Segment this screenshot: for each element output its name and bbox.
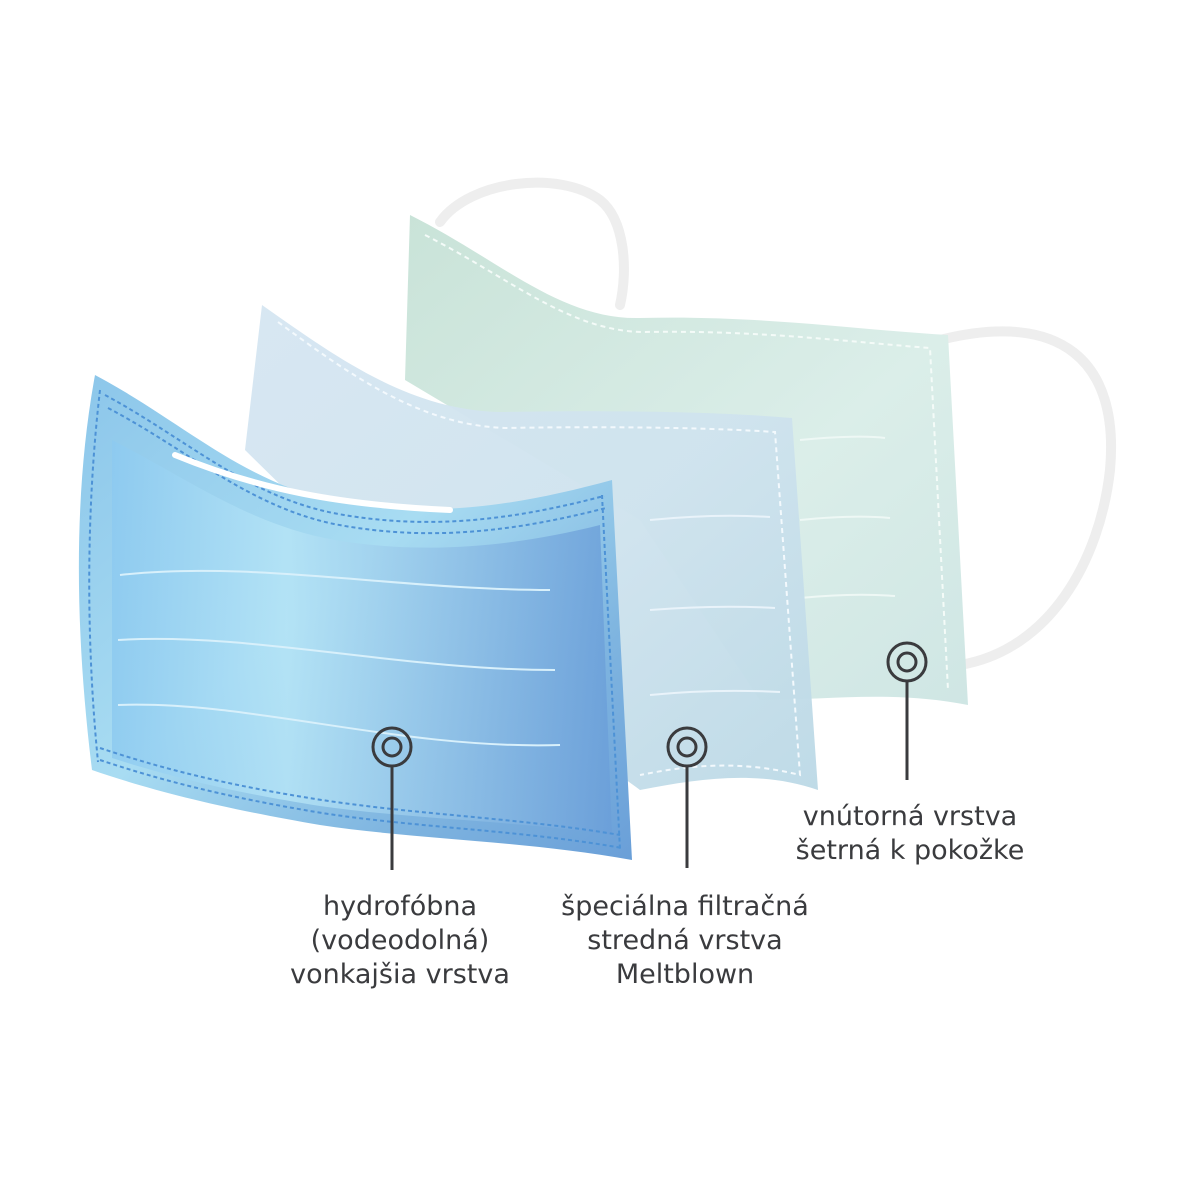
middle-layer-label: špeciálna filtračná stredná vrstva Meltb… [520, 890, 850, 992]
middle-layer-pleat-2 [649, 605, 776, 611]
inner-layer-pleat-1 [799, 435, 886, 441]
middle-layer-label-line: Meltblown [615, 959, 755, 990]
outer-layer-label: hydrofóbna (vodeodolná) vonkajšia vrstva [230, 890, 570, 992]
outer-layer-stitch-left [88, 389, 101, 763]
middle-layer-pleat-3 [649, 689, 781, 696]
inner-layer-pleat-2 [799, 515, 891, 521]
outer-layer-stitch-bottom-2 [99, 747, 621, 836]
outer-layer-label-line: hydrofóbna [322, 891, 478, 922]
inner-layer-stitch [424, 234, 949, 691]
outer-layer-label-line: (vodeodolná) [310, 925, 490, 956]
outer-layer-stitch-top [104, 394, 605, 523]
inner-layer-marker [886, 641, 928, 780]
outer-layer-panel [112, 440, 612, 835]
middle-layer-label-line: špeciálna filtračná [561, 891, 809, 922]
outer-layer-marker [371, 726, 413, 870]
outer-layer-stitch-bottom [99, 759, 623, 849]
inner-layer-label-line: šetrná k pokožke [795, 835, 1025, 866]
outer-layer-pleat-2 [117, 637, 556, 671]
ear-loop-top [435, 177, 629, 310]
outer-layer-pleat-1 [119, 569, 551, 591]
outer-layer-nose-wire [172, 452, 453, 513]
outer-layer-label-line: vonkajšia vrstva [290, 959, 510, 990]
outer-layer-pleat-3 [117, 703, 561, 747]
outer-layer-stitch-right [601, 494, 621, 851]
inner-layer-label: vnútorná vrstva šetrná k pokožke [745, 800, 1075, 868]
inner-layer-pleat-3 [799, 593, 896, 599]
middle-layer-pleat-1 [649, 514, 771, 521]
ear-loop-right [935, 326, 1117, 670]
middle-layer-marker [666, 726, 708, 868]
middle-layer-label-line: stredná vrstva [587, 925, 783, 956]
inner-layer-label-line: vnútorná vrstva [802, 801, 1018, 832]
outer-layer-stitch-top-2 [107, 407, 607, 535]
